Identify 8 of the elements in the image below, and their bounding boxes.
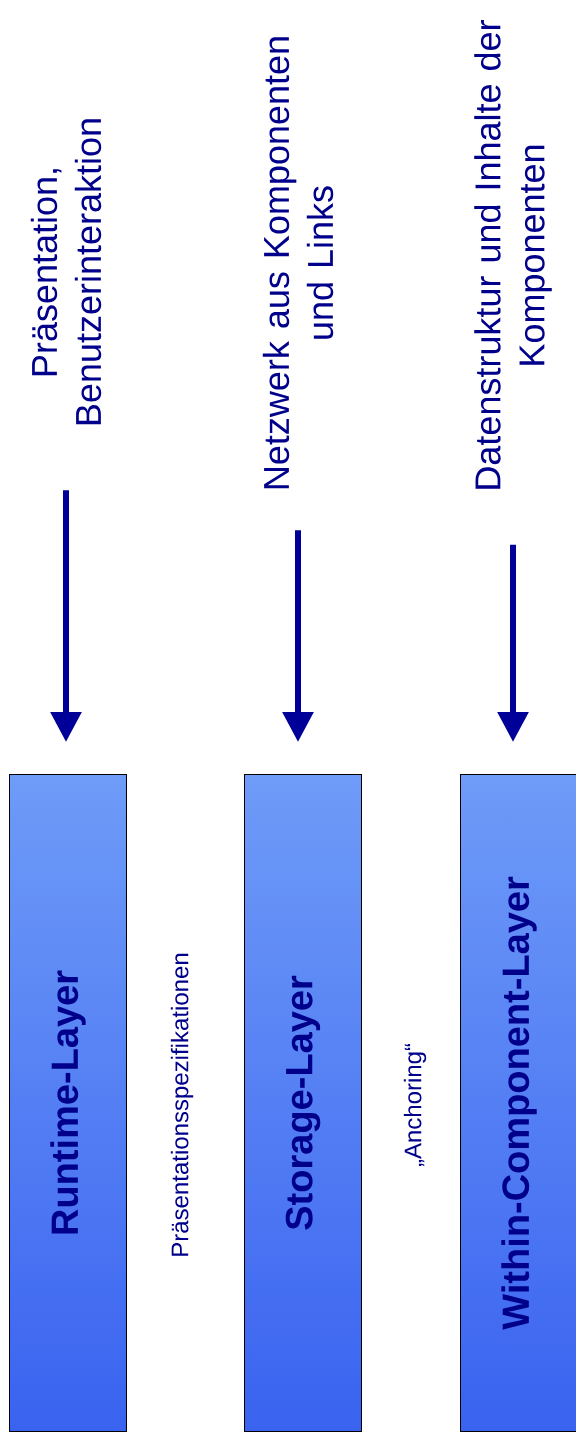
description-text: Präsentation, Benutzerinteraktion — [30, 119, 102, 425]
description-text: Netzwerk aus Komponenten und Links — [262, 37, 334, 489]
layer-box: Within-Component-Layer — [460, 774, 576, 1432]
layer-box: Storage-Layer — [244, 774, 362, 1432]
description-text: Datenstruktur und Inhalte der Komponenten — [474, 20, 552, 489]
layer-relation-label: „Anchoring“ — [403, 1043, 427, 1167]
layer-box: Runtime-Layer — [9, 774, 127, 1432]
layer-relation-label: Präsentationsspezifikationen — [170, 953, 194, 1256]
